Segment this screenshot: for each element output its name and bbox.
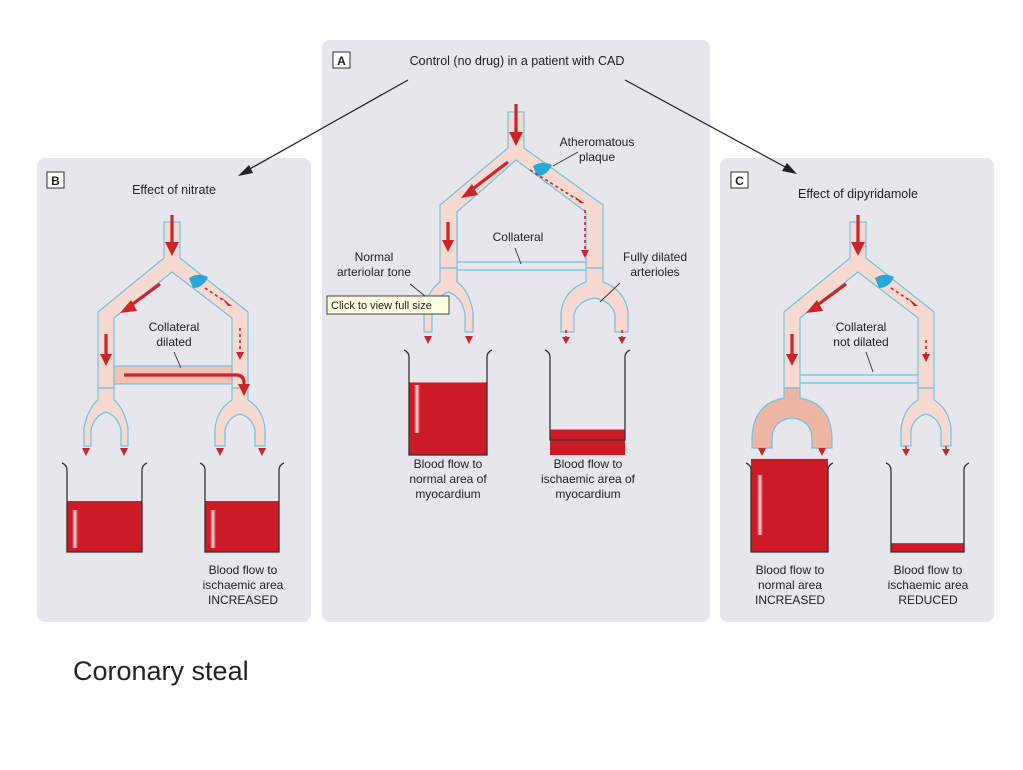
beaker-label-line-2: ischaemic area [203, 578, 284, 592]
plaque-label-line-2: plaque [579, 150, 615, 164]
panel-c-left-blood-level [751, 458, 828, 552]
panel-a-plaque-label: Atheromatous plaque [552, 135, 635, 167]
panel-c-tag: C [735, 174, 744, 188]
slide-caption: Coronary steal [73, 656, 249, 686]
panel-b-tag: B [51, 174, 60, 188]
tooltip-text: Click to view full size [331, 300, 432, 312]
collateral-label-line-2: not dilated [833, 335, 888, 349]
panel-c-left-beaker [745, 458, 834, 553]
panel-b-left-beaker [61, 462, 148, 553]
panel-c: C Effect of dipyridamole [720, 158, 994, 622]
panel-b-flow-arrows [82, 215, 266, 456]
beaker-label-line-1: Blood flow to [554, 457, 623, 471]
beaker-label-line-3: myocardium [415, 487, 480, 501]
plaque-label-line-1: Atheromatous [560, 135, 635, 149]
panel-c-title: Effect of dipyridamole [798, 187, 918, 201]
panel-a-left-beaker [403, 349, 493, 456]
beaker-label-line-3: REDUCED [898, 593, 958, 607]
beaker-label-line-3: INCREASED [755, 593, 825, 607]
beaker-label-line-2: ischaemic area [888, 578, 969, 592]
left-vessel-label-line-1: Normal [355, 250, 394, 264]
panel-b-title: Effect of nitrate [132, 183, 216, 197]
panel-c-right-blood-level [891, 543, 964, 552]
right-vessel-label-line-2: arterioles [630, 265, 679, 279]
beaker-shine [210, 510, 216, 548]
panel-a-tag: A [337, 54, 346, 68]
beaker-label-line-3: myocardium [555, 487, 620, 501]
collateral-label-line-1: Collateral [836, 320, 887, 334]
panel-b-right-blood-level [205, 501, 279, 552]
connector-arrow-a-to-c [624, 79, 797, 174]
panel-c-flow-arrows [758, 215, 950, 456]
panel-c-vessel-tree [751, 221, 952, 449]
panel-a-left-blood-level [409, 382, 487, 455]
beaker-shine [757, 475, 763, 535]
panel-a-collateral-label: Collateral [493, 230, 544, 265]
right-vessel-label-line-1: Fully dilated [623, 250, 687, 264]
beaker-label-line-2: normal area [758, 578, 822, 592]
panel-c-collateral-label: Collateral not dilated [833, 320, 889, 373]
panel-a-right-vessel-label: Fully dilated arterioles [599, 250, 687, 303]
panel-a: A Control (no drug) in a patient with CA… [322, 40, 710, 622]
panel-b-left-blood-level [67, 501, 142, 552]
panel-c-right-beaker [885, 462, 970, 553]
panel-a-right-blood-level [550, 429, 625, 455]
panel-c-left-beaker-label: Blood flow to normal area INCREASED [755, 563, 825, 607]
beaker-label-line-2: normal area of [409, 472, 487, 486]
collateral-label-line-1: Collateral [149, 320, 200, 334]
beaker-label-line-1: Blood flow to [209, 563, 278, 577]
beaker-label-line-1: Blood flow to [756, 563, 825, 577]
panel-b-right-beaker [199, 462, 285, 553]
beaker-label-line-2: ischaemic area of [541, 472, 636, 486]
panel-b-collateral-label: Collateral dilated [149, 320, 200, 369]
panel-b: B Effect of nitrate [37, 158, 311, 622]
panel-a-flow-arrows [424, 104, 626, 344]
atheromatous-plaque [533, 162, 552, 176]
panel-a-left-beaker-label: Blood flow to normal area of myocardium [409, 457, 487, 501]
panel-c-right-beaker-label: Blood flow to ischaemic area REDUCED [888, 563, 969, 607]
collateral-label-line-1: Collateral [493, 230, 544, 244]
view-full-size-tooltip[interactable]: Click to view full size [326, 295, 450, 315]
left-vessel-label-line-2: arteriolar tone [337, 265, 411, 279]
beaker-label-line-1: Blood flow to [894, 563, 963, 577]
collateral-label-line-2: dilated [156, 335, 191, 349]
beaker-label-line-3: INCREASED [208, 593, 278, 607]
panel-a-left-vessel-label: Normal arteriolar tone [337, 250, 431, 301]
panel-a-title: Control (no drug) in a patient with CAD [410, 54, 625, 68]
panel-a-right-beaker-label: Blood flow to ischaemic area of myocardi… [541, 457, 636, 501]
beaker-label-line-1: Blood flow to [414, 457, 483, 471]
panel-b-right-beaker-label: Blood flow to ischaemic area INCREASED [203, 563, 284, 607]
connector-arrow-a-to-b [238, 79, 409, 176]
beaker-shine [414, 385, 420, 433]
panel-a-right-beaker [544, 349, 631, 455]
panel-a-background [322, 40, 710, 622]
beaker-shine [72, 510, 78, 548]
